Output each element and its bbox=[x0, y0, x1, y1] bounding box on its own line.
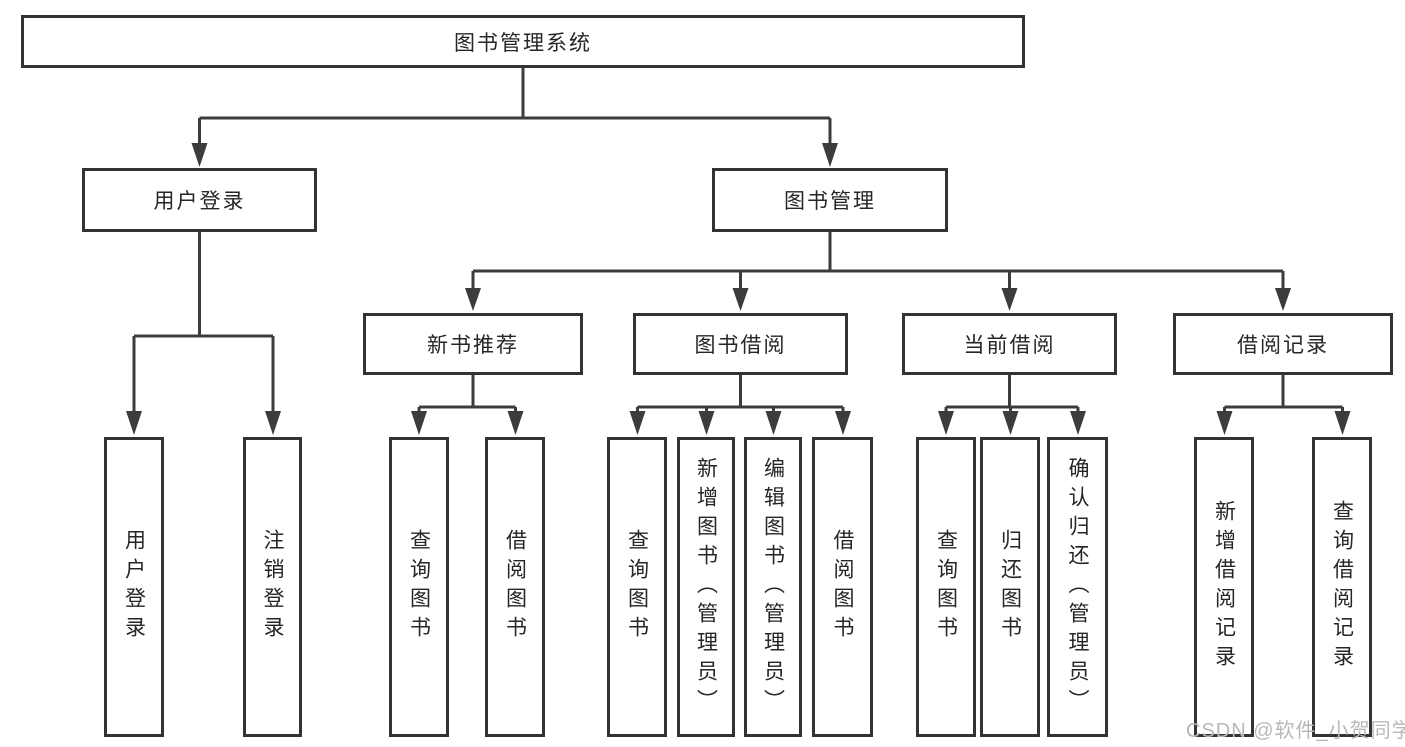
csdn-watermark: CSDN @软件_小贺同学 bbox=[1186, 720, 1405, 742]
leaf-edit-books-admin: 编辑图书（管理员） bbox=[744, 437, 802, 737]
leaf-confirm-return-admin-label: 确认归还（管理员） bbox=[1066, 456, 1089, 718]
arrowhead-nb-query bbox=[411, 411, 427, 435]
node-borrow-record: 借阅记录 bbox=[1173, 313, 1393, 375]
node-current-borrow: 当前借阅 bbox=[902, 313, 1117, 375]
arrowhead-cb-return bbox=[1002, 411, 1019, 435]
arrowhead-br-query bbox=[1334, 411, 1351, 435]
leaf-edit-books-admin-label: 编辑图书（管理员） bbox=[761, 456, 785, 718]
leaf-confirm-return-admin: 确认归还（管理员） bbox=[1047, 437, 1108, 737]
node-new-book-recommend-label: 新书推荐 bbox=[427, 334, 519, 357]
arrowhead-book-borrow bbox=[732, 288, 749, 311]
leaf-newrec-query-books-label: 查询图书 bbox=[407, 529, 431, 645]
arrowhead-borrow-record bbox=[1275, 288, 1291, 311]
leaf-borrow-query-books-label: 查询图书 bbox=[625, 529, 649, 645]
leaf-query-borrow-record-label: 查询借阅记录 bbox=[1330, 500, 1354, 674]
leaf-add-borrow-record: 新增借阅记录 bbox=[1194, 437, 1254, 737]
node-book-borrow: 图书借阅 bbox=[633, 313, 848, 375]
arrowhead-cb-confirm bbox=[1070, 411, 1086, 435]
arrowhead-br-add bbox=[1216, 411, 1233, 435]
node-book-borrow-label: 图书借阅 bbox=[694, 334, 787, 357]
node-current-borrow-label: 当前借阅 bbox=[963, 334, 1056, 357]
arrowhead-bb-borrow bbox=[835, 411, 851, 435]
arrowhead-leaf-user-login bbox=[126, 411, 142, 435]
leaf-current-query-books: 查询图书 bbox=[916, 437, 976, 737]
arrowhead-user-login-group bbox=[191, 143, 208, 167]
leaf-borrow-books: 借阅图书 bbox=[812, 437, 873, 737]
arrowhead-nb-borrow bbox=[507, 411, 524, 435]
leaf-add-books-admin-label: 新增图书（管理员） bbox=[694, 456, 718, 718]
leaf-logout-label: 注销登录 bbox=[261, 529, 284, 645]
leaf-borrow-books-label: 借阅图书 bbox=[831, 529, 854, 645]
arrowhead-leaf-logout bbox=[265, 411, 281, 435]
leaf-newrec-borrow-books: 借阅图书 bbox=[485, 437, 545, 737]
leaf-logout: 注销登录 bbox=[243, 437, 302, 737]
leaf-user-login: 用户登录 bbox=[104, 437, 164, 737]
node-user-login-group: 用户登录 bbox=[82, 168, 317, 232]
leaf-add-borrow-record-label: 新增借阅记录 bbox=[1212, 500, 1236, 674]
node-root: 图书管理系统 bbox=[21, 15, 1025, 68]
node-user-login-group-label: 用户登录 bbox=[153, 190, 246, 213]
leaf-newrec-borrow-books-label: 借阅图书 bbox=[503, 529, 527, 645]
node-root-label: 图书管理系统 bbox=[454, 31, 592, 55]
node-book-management-group-label: 图书管理 bbox=[784, 190, 876, 213]
arrowhead-cb-query bbox=[938, 411, 954, 435]
leaf-query-borrow-record: 查询借阅记录 bbox=[1312, 437, 1372, 737]
leaf-return-books-label: 归还图书 bbox=[998, 529, 1022, 645]
node-book-management-group: 图书管理 bbox=[712, 168, 948, 232]
arrowhead-book-mgmt-group bbox=[822, 143, 838, 167]
arrowhead-bb-add bbox=[698, 411, 715, 435]
leaf-return-books: 归还图书 bbox=[980, 437, 1040, 737]
node-new-book-recommend: 新书推荐 bbox=[363, 313, 583, 375]
arrowhead-current-borrow bbox=[1001, 288, 1018, 311]
arrowhead-bb-query bbox=[629, 411, 646, 435]
node-borrow-record-label: 借阅记录 bbox=[1237, 334, 1329, 357]
leaf-current-query-books-label: 查询图书 bbox=[934, 529, 958, 645]
leaf-newrec-query-books: 查询图书 bbox=[389, 437, 449, 737]
arrowhead-new-book-rec bbox=[465, 288, 481, 311]
leaf-add-books-admin: 新增图书（管理员） bbox=[677, 437, 735, 737]
arrowhead-bb-edit bbox=[765, 411, 782, 435]
leaf-borrow-query-books: 查询图书 bbox=[607, 437, 667, 737]
leaf-user-login-label: 用户登录 bbox=[122, 529, 146, 645]
